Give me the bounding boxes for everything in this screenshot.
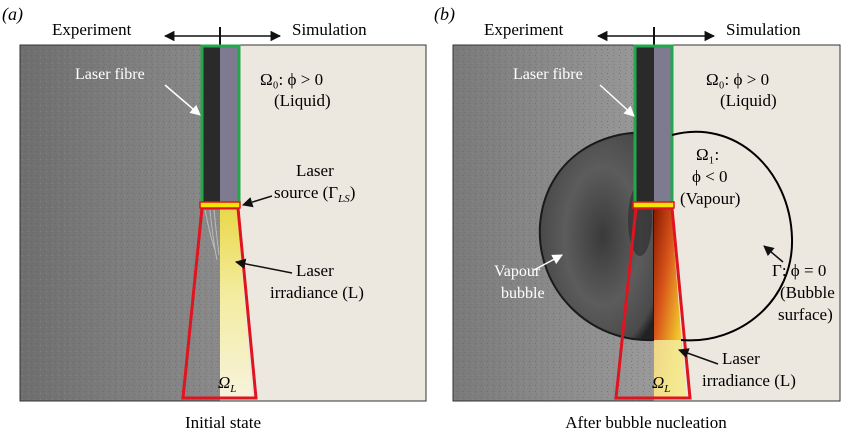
panel-a-caption: Initial state [185,413,261,432]
panel-b-simulation-label: Simulation [726,20,801,39]
panel-a-source-arrow [241,195,273,208]
panel-a-experiment-texture [20,45,220,401]
panel-b-fibre-simulation [654,47,672,204]
panel-a-source-sub: LS [337,193,350,205]
panel-a-omega0-line1: Ω₀: ϕ > 0 [260,70,323,89]
panel-b: (b) Experiment Simulation Laser fibre Ω₀… [434,4,841,432]
panel-b-omega0-line2: (Liquid) [720,91,777,110]
panel-b-gamma-line2: (Bubble [780,283,835,302]
panel-a-laser-source-bar [199,201,241,209]
panel-b-experiment-label: Experiment [484,20,564,39]
panel-b-vapour-arrow [533,254,563,271]
panel-a-irr-line1: Laser [296,261,334,280]
panel-b-caption: After bubble nucleation [565,413,727,432]
panel-a-irr-arrow [234,258,293,274]
panel-b-vapour-line2: bubble [501,285,545,302]
panel-a: (a) Experiment Simulation Laser fibre Ω₀… [2,4,427,432]
panel-b-omega1-line1: Ω₁: [696,145,719,164]
panel-b-omega0-line1: Ω₀: ϕ > 0 [706,70,769,89]
panel-b-gamma-arrow [763,245,784,263]
panel-b-omega1-line3: (Vapour) [680,189,740,208]
panel-b-irr-arrow [678,348,719,365]
panel-b-label: (b) [434,4,455,25]
panel-b-vapour-bubble-image [538,131,655,342]
panel-b-gamma-line3: surface) [778,305,833,324]
panel-a-omegaL: ΩL [218,373,236,395]
panel-b-vapour-line1: Vapour [494,263,541,280]
panel-b-irr-line2: irradiance (L) [702,371,796,390]
panel-a-fibre-experiment [203,47,220,204]
panel-b-fibre-experiment [636,47,654,204]
panel-a-omegaL-sub: L [229,383,236,395]
panel-a-simulation-area [220,45,426,401]
panel-a-simulation-label: Simulation [292,20,367,39]
panel-a-source-line1: Laser [296,161,334,180]
panel-a-fibre-simulation [220,47,238,204]
panel-b-omegaL: ΩL [652,373,670,395]
panel-b-fibre-arrow [599,84,635,117]
panel-a-source-line2: source (ΓLS) [274,183,355,205]
panel-a-irradiance-fill [220,208,252,397]
panel-b-bubble-surface-curve [671,130,794,342]
panel-a-fibre-arrow [164,84,201,116]
panel-a-source-close: ) [350,183,356,202]
panel-a-exp-plume [204,209,220,261]
panel-b-fibre-label: Laser fibre [513,66,583,83]
panel-b-laser-source-bar [632,201,675,209]
panel-b-gamma-line1: Γ: ϕ = 0 [772,261,826,280]
panel-a-label: (a) [2,4,23,25]
panel-b-irr-line1: Laser [722,349,760,368]
panel-b-omegaL-main: Ω [652,373,664,392]
panel-a-fibre-label: Laser fibre [75,66,145,83]
panel-a-omega0-line2: (Liquid) [274,91,331,110]
panel-a-omegaL-main: Ω [218,373,230,392]
panel-a-irr-line2: irradiance (L) [270,283,364,302]
panel-b-omegaL-sub: L [663,383,670,395]
panel-b-irradiance-lower [654,340,686,397]
panel-b-omega1-line2: ϕ < 0 [692,167,728,186]
panel-a-source-text: source (Γ [274,183,338,202]
panel-a-experiment-label: Experiment [52,20,132,39]
